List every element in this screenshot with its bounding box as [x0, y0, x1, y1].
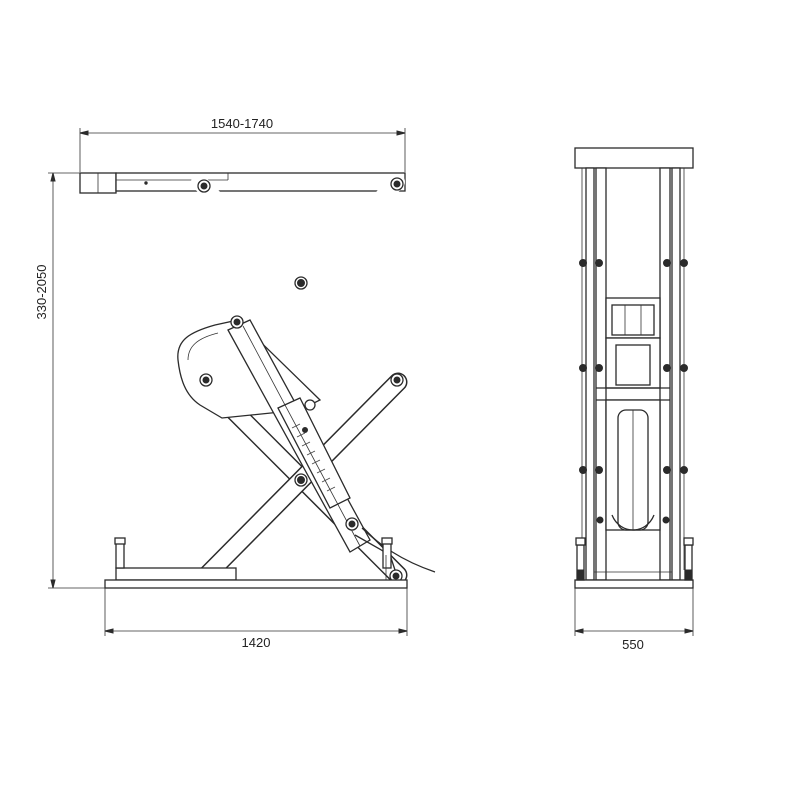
height-dimension: 330-2050 [34, 172, 105, 589]
side-view: 550 [574, 147, 694, 652]
base-width-label: 1420 [242, 635, 271, 650]
top-width-dimension: 1540-1740 [79, 116, 406, 172]
hydraulic-cylinder [227, 319, 436, 573]
base-width-dimension: 1420 [104, 588, 408, 650]
side-top-platform [574, 147, 694, 169]
front-view: 1540-1740 330-2050 1420 [34, 116, 436, 650]
side-width-dimension: 550 [574, 588, 694, 652]
height-label: 330-2050 [34, 265, 49, 320]
base-frame [104, 537, 408, 589]
top-platform [79, 172, 406, 194]
side-base [574, 537, 694, 589]
side-pivot-pins [579, 259, 688, 524]
side-cylinder [596, 297, 670, 531]
top-width-label: 1540-1740 [211, 116, 273, 131]
side-width-label: 550 [622, 637, 644, 652]
